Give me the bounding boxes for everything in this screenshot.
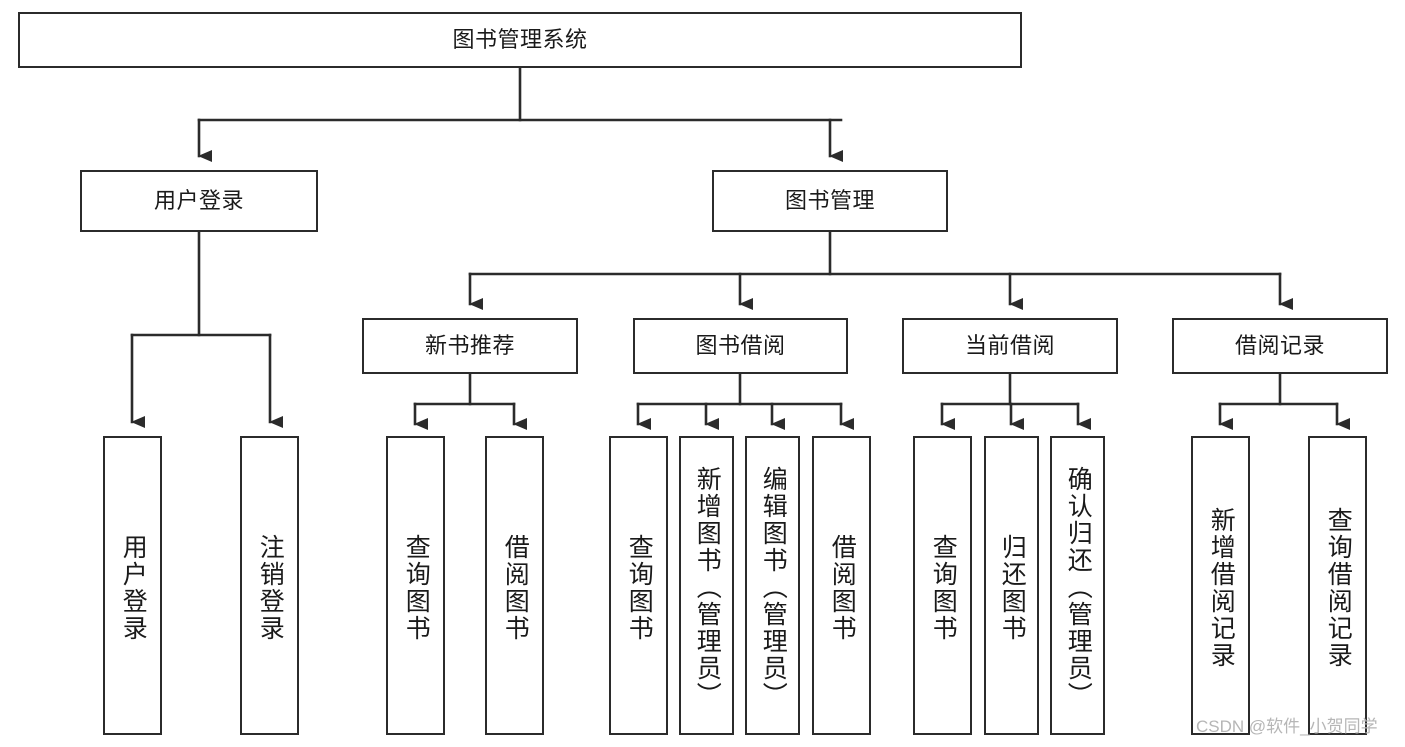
node-current-borrow-label: 当前借阅 <box>964 333 1055 359</box>
node-borrow-record-label: 借阅记录 <box>1234 333 1325 359</box>
leaf-query-record[interactable]: 查询借阅记录 <box>1308 436 1367 735</box>
leaf-return-book-label: 归还图书 <box>998 533 1027 642</box>
leaf-borrow-book-2-label: 借阅图书 <box>828 533 857 642</box>
node-new-book-recommend-label: 新书推荐 <box>424 333 515 359</box>
node-book-manage-label: 图书管理 <box>784 188 875 214</box>
leaf-confirm-return-label: 确认归还（管理员） <box>1064 466 1093 709</box>
leaf-query-book-2-label: 查询图书 <box>625 533 654 642</box>
node-user-login-label: 用户登录 <box>153 188 244 214</box>
csdn-watermark: CSDN @软件_小贺同学 <box>1196 717 1378 736</box>
leaf-add-record-label: 新增借阅记录 <box>1207 506 1236 669</box>
leaf-query-book-3[interactable]: 查询图书 <box>913 436 972 735</box>
leaf-confirm-return[interactable]: 确认归还（管理员） <box>1050 436 1105 735</box>
node-current-borrow[interactable]: 当前借阅 <box>902 318 1118 374</box>
leaf-logout[interactable]: 注销登录 <box>240 436 299 735</box>
leaf-query-book-1[interactable]: 查询图书 <box>386 436 445 735</box>
leaf-edit-book-label: 编辑图书（管理员） <box>759 466 788 709</box>
leaf-borrow-book-1-label: 借阅图书 <box>501 533 530 642</box>
leaf-add-book-label: 新增图书（管理员） <box>693 466 722 709</box>
leaf-borrow-book-1[interactable]: 借阅图书 <box>485 436 544 735</box>
node-book-manage[interactable]: 图书管理 <box>712 170 948 232</box>
leaf-borrow-book-2[interactable]: 借阅图书 <box>812 436 871 735</box>
leaf-add-book[interactable]: 新增图书（管理员） <box>679 436 734 735</box>
leaf-query-book-1-label: 查询图书 <box>402 533 431 642</box>
node-root-label: 图书管理系统 <box>452 27 588 53</box>
leaf-query-book-3-label: 查询图书 <box>929 533 958 642</box>
node-borrow-record[interactable]: 借阅记录 <box>1172 318 1388 374</box>
leaf-user-login-label: 用户登录 <box>119 533 148 642</box>
node-book-borrow-label: 图书借阅 <box>695 333 786 359</box>
leaf-edit-book[interactable]: 编辑图书（管理员） <box>745 436 800 735</box>
node-book-borrow[interactable]: 图书借阅 <box>633 318 848 374</box>
leaf-query-record-label: 查询借阅记录 <box>1324 506 1353 669</box>
leaf-return-book[interactable]: 归还图书 <box>984 436 1039 735</box>
node-new-book-recommend[interactable]: 新书推荐 <box>362 318 578 374</box>
leaf-add-record[interactable]: 新增借阅记录 <box>1191 436 1250 735</box>
leaf-user-login[interactable]: 用户登录 <box>103 436 162 735</box>
leaf-query-book-2[interactable]: 查询图书 <box>609 436 668 735</box>
node-root[interactable]: 图书管理系统 <box>18 12 1022 68</box>
node-user-login[interactable]: 用户登录 <box>80 170 318 232</box>
leaf-logout-label: 注销登录 <box>256 533 285 642</box>
